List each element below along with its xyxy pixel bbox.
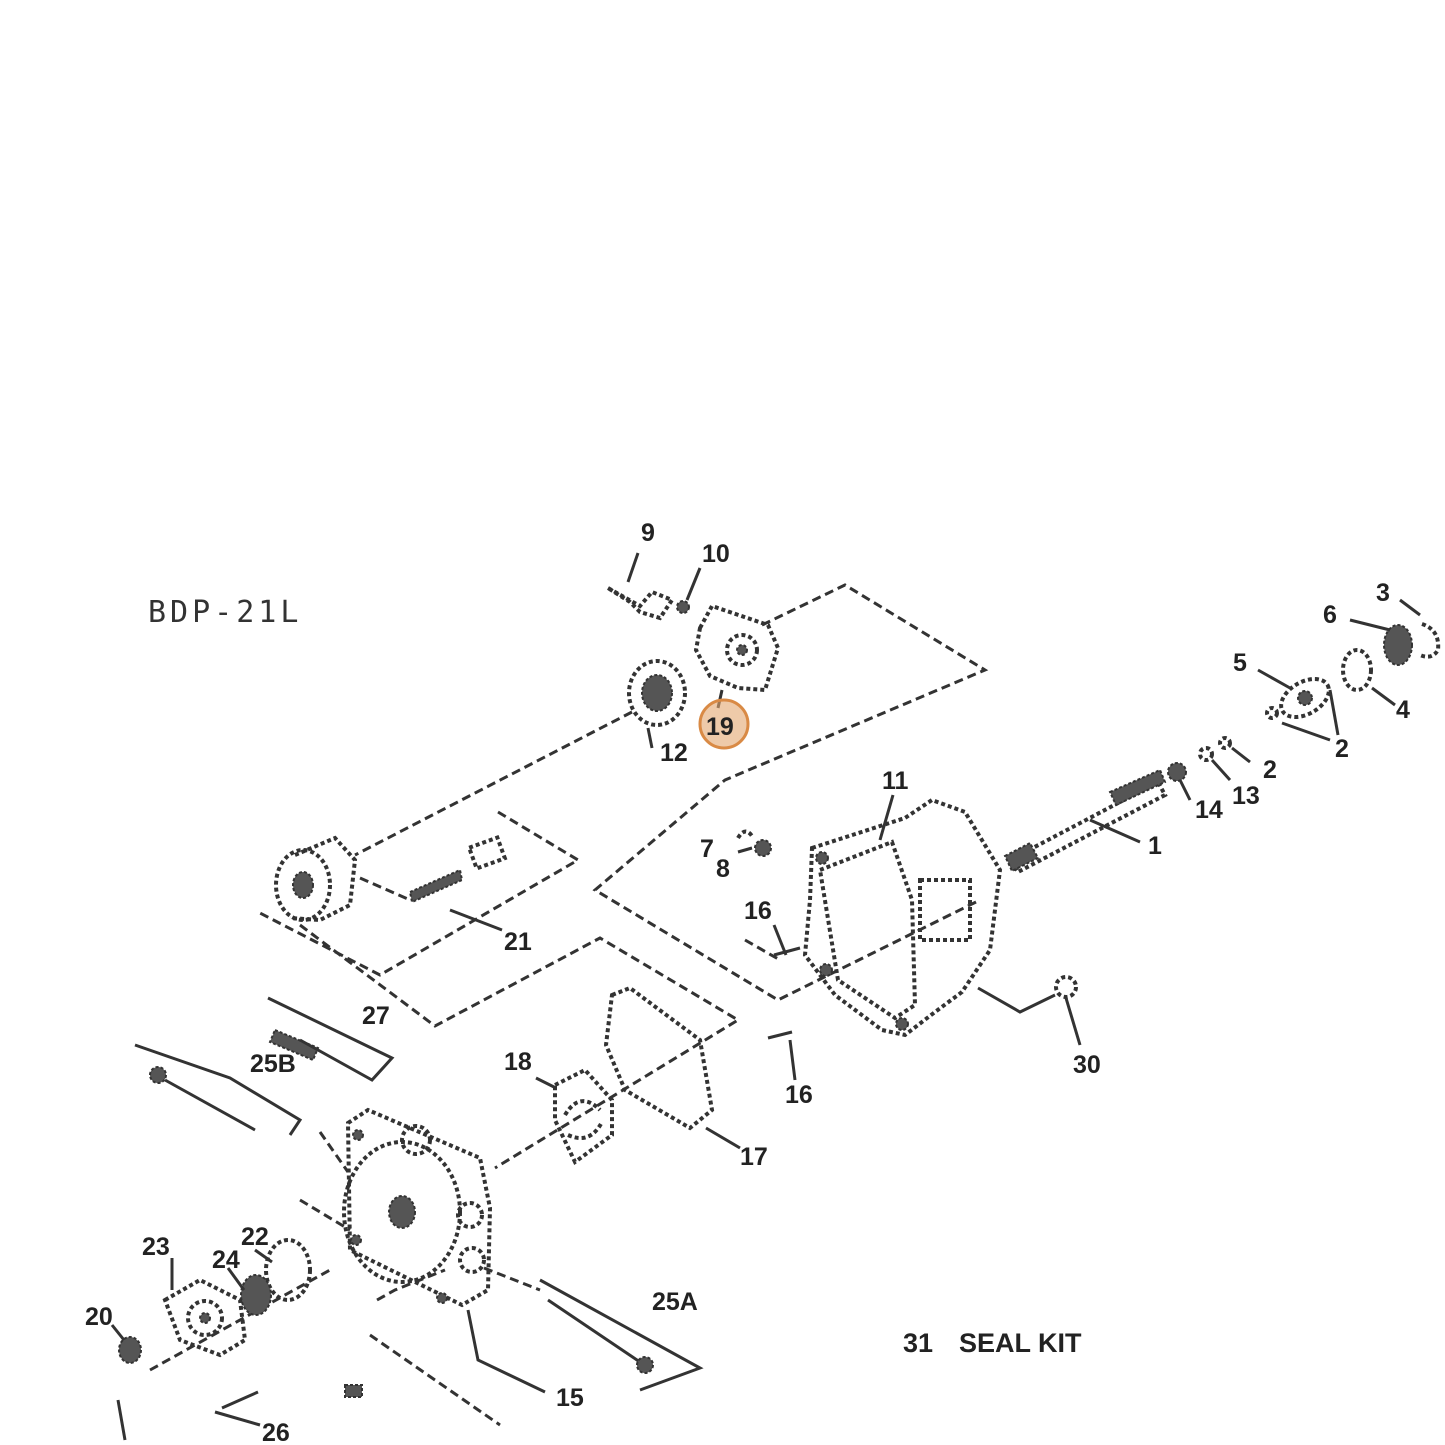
callout-18: 18 — [504, 1048, 532, 1076]
callout-3: 3 — [1376, 579, 1390, 607]
part-3-snap-ring — [1419, 622, 1441, 659]
callout-16-lower: 16 — [785, 1081, 813, 1109]
callout-23: 23 — [142, 1233, 170, 1261]
model-title: BDP-21L — [148, 595, 302, 630]
part-23-flange — [162, 1277, 248, 1358]
seal-kit-number: 31 — [903, 1328, 933, 1358]
part-24-bearing — [240, 1274, 272, 1316]
callout-21: 21 — [504, 928, 532, 956]
callout-25a: 25A — [652, 1288, 698, 1316]
callout-2-upper: 2 — [1335, 735, 1349, 763]
callout-12: 12 — [660, 739, 688, 767]
callout-15: 15 — [556, 1384, 584, 1412]
part-8-screw — [754, 839, 772, 857]
callout-4: 4 — [1396, 696, 1410, 724]
part-2-washer-b — [1265, 706, 1279, 720]
callout-7: 7 — [700, 835, 714, 863]
part-19-bracket — [693, 603, 781, 693]
callout-10: 10 — [702, 540, 730, 568]
callout-22: 22 — [241, 1223, 269, 1251]
part-7-clip — [736, 829, 754, 840]
part-22-oring — [264, 1238, 312, 1302]
part-1-shaft — [1003, 768, 1168, 875]
seal-kit-label: SEAL KIT — [959, 1328, 1082, 1358]
part-25b-bolt — [149, 1066, 256, 1132]
part-16-pin-upper — [773, 946, 801, 957]
part-15-end-cover — [342, 1107, 493, 1308]
callout-6: 6 — [1323, 601, 1337, 629]
part-bolt-lower — [344, 1384, 363, 1398]
part-10-pin — [676, 600, 690, 614]
callout-5: 5 — [1233, 649, 1247, 677]
leader-lines — [110, 552, 1421, 1427]
callout-labels: 9 10 19 12 11 7 8 16 16 1 14 13 2 2 5 6 … — [85, 519, 1410, 1445]
part-16-pin-lower — [767, 1030, 793, 1040]
callout-11: 11 — [882, 767, 909, 795]
part-18-port-plate — [553, 1067, 614, 1166]
assembly-guide-lines — [149, 583, 989, 1427]
callout-25b: 25B — [250, 1050, 296, 1078]
part-13-washer — [1198, 746, 1214, 762]
part-9-lever — [606, 586, 676, 621]
part-20-seal — [118, 1336, 142, 1364]
highlight-marker — [698, 698, 750, 750]
callout-20: 20 — [85, 1303, 113, 1331]
callout-16-upper: 16 — [744, 897, 772, 925]
callout-8: 8 — [716, 855, 730, 883]
callout-13: 13 — [1232, 782, 1260, 810]
callout-1: 1 — [1148, 832, 1162, 860]
part-26-pin — [221, 1390, 259, 1410]
callout-24: 24 — [212, 1246, 240, 1274]
part-11-housing — [802, 797, 1003, 1038]
callout-14: 14 — [1195, 796, 1223, 824]
part-25a-bolt — [547, 1298, 654, 1374]
callout-9: 9 — [641, 519, 655, 547]
part-17-gasket — [603, 985, 715, 1131]
part-30-nut — [1054, 975, 1078, 999]
callout-30: 30 — [1073, 1051, 1101, 1079]
callout-17: 17 — [740, 1143, 768, 1171]
callout-27: 27 — [362, 1002, 390, 1030]
part-2-washer-a — [1218, 736, 1232, 750]
part-21-drum-assembly — [274, 834, 508, 923]
part-4-oring — [1341, 648, 1373, 692]
part-bolt-left — [116, 1399, 127, 1441]
part-6-seal — [1383, 624, 1413, 666]
part-14-nut — [1167, 762, 1187, 782]
callout-2-lower: 2 — [1263, 756, 1277, 784]
callout-26: 26 — [262, 1419, 290, 1445]
part-12-bearing — [627, 659, 687, 727]
part-5-flange — [1279, 677, 1331, 719]
callout-19: 19 — [706, 713, 734, 741]
